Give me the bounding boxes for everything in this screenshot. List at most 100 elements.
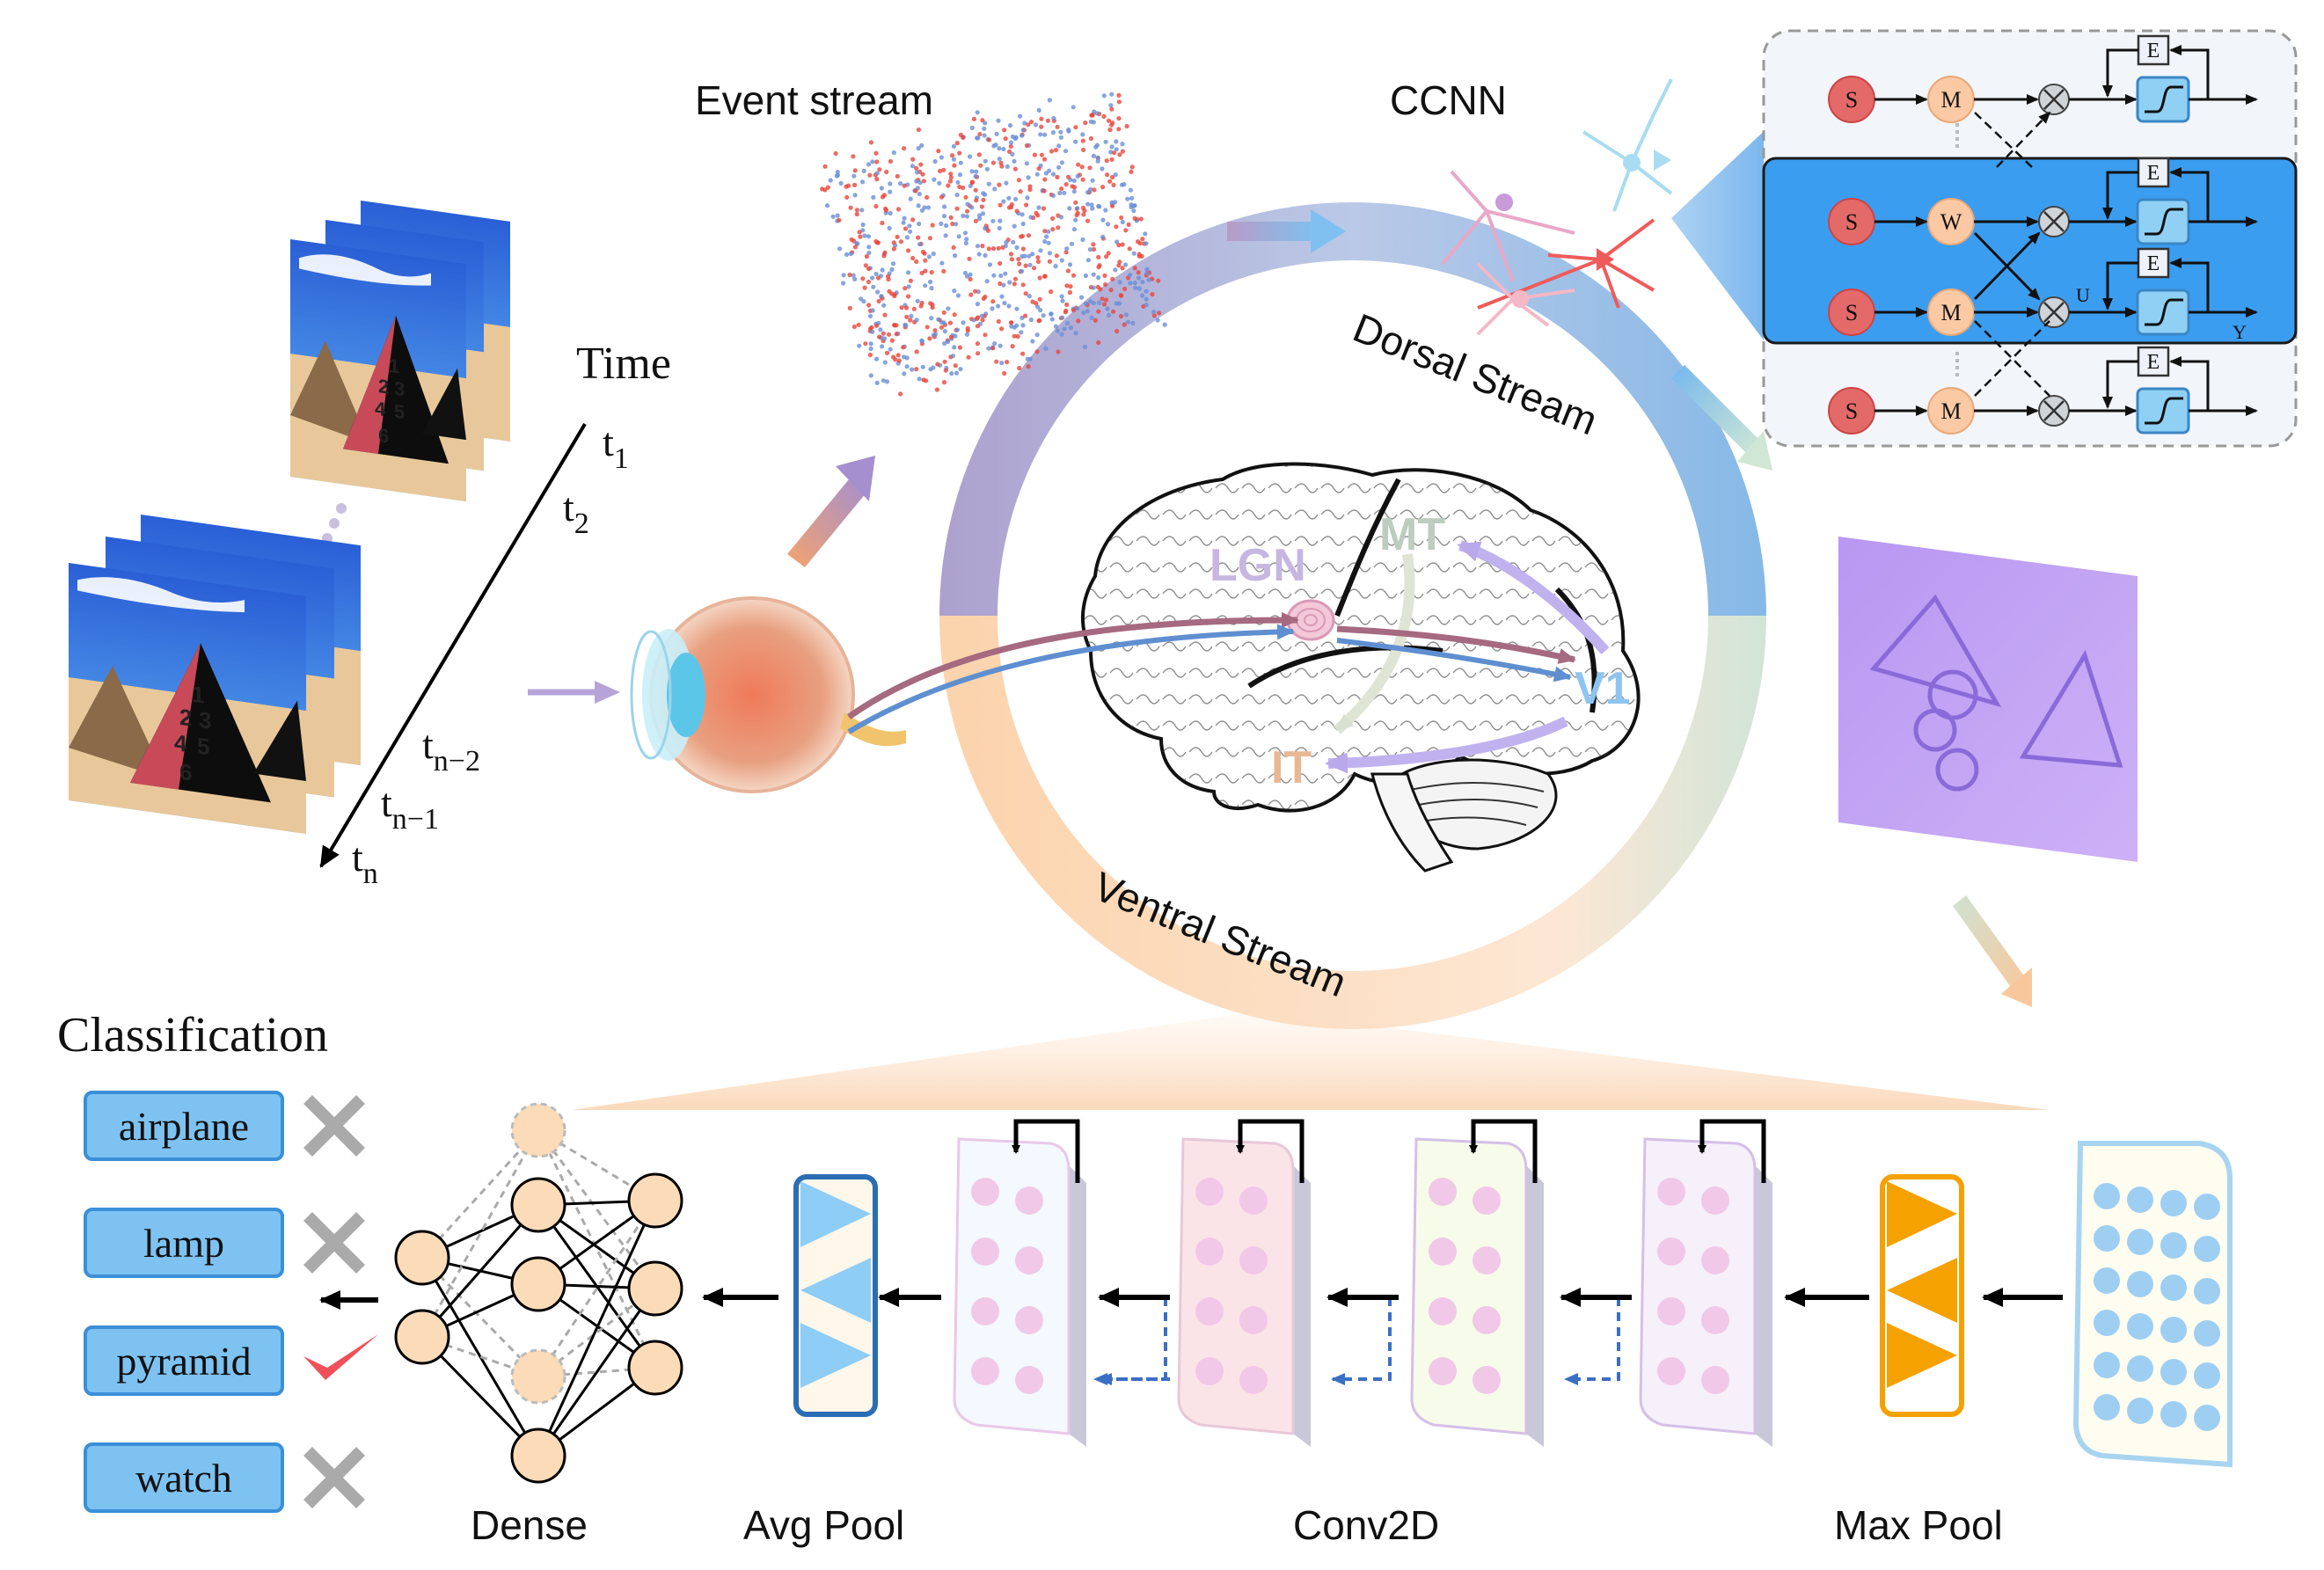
event-point xyxy=(1050,227,1056,232)
event-point xyxy=(1075,306,1080,311)
event-point xyxy=(1059,258,1064,263)
input-dot xyxy=(2094,1267,2120,1294)
feedback-wire xyxy=(2169,167,2210,222)
neuron xyxy=(394,1230,450,1286)
event-point xyxy=(1060,315,1065,320)
event-point xyxy=(1059,186,1064,192)
event-point xyxy=(1110,203,1115,208)
event-point xyxy=(946,306,951,311)
dense-edge xyxy=(537,1129,657,1289)
event-point xyxy=(1064,283,1070,288)
conv-layer-face xyxy=(1177,1137,1295,1435)
event-point xyxy=(1114,328,1120,334)
neurons-illustration xyxy=(1441,78,1673,336)
feedback-wire xyxy=(2102,261,2138,310)
input-dot xyxy=(2194,1236,2220,1262)
event-point xyxy=(1023,263,1028,268)
event-point xyxy=(884,169,889,175)
event-point xyxy=(1067,206,1072,211)
event-point xyxy=(976,213,983,218)
event-point xyxy=(1089,202,1094,208)
class-box-watch: watch xyxy=(84,1442,284,1513)
event-point xyxy=(910,255,916,261)
event-point xyxy=(982,126,987,131)
stack-ellipsis xyxy=(322,503,347,544)
event-point xyxy=(1008,140,1014,145)
event-point xyxy=(964,214,969,219)
event-point xyxy=(1019,330,1024,335)
event-point xyxy=(1120,219,1125,225)
event-point xyxy=(1036,205,1041,210)
event-point xyxy=(1043,346,1049,351)
conv-layer-edge xyxy=(1526,1165,1544,1447)
event-point xyxy=(1087,165,1093,171)
source-node-label: S xyxy=(1845,87,1858,113)
conv-layer-edge xyxy=(1069,1165,1086,1447)
event-point xyxy=(1034,349,1040,354)
event-point xyxy=(954,370,960,376)
input-dot xyxy=(2194,1278,2220,1304)
event-point xyxy=(859,296,864,302)
event-point xyxy=(879,294,884,299)
event-point xyxy=(852,193,858,198)
lgn-label: LGN xyxy=(1210,540,1306,591)
time-t2: t xyxy=(563,485,574,529)
event-point xyxy=(1095,155,1100,160)
conv-layer-edge xyxy=(1293,1165,1311,1447)
event-point xyxy=(980,211,986,216)
event-point xyxy=(1007,123,1013,128)
cnn-pipeline xyxy=(394,1102,2233,1484)
event-point xyxy=(1114,139,1119,144)
event-point xyxy=(896,358,902,363)
event-point xyxy=(1014,245,1019,250)
event-point xyxy=(990,246,997,252)
event-point xyxy=(1001,282,1006,288)
event-point xyxy=(847,272,852,278)
it-label: IT xyxy=(1271,742,1312,793)
event-point xyxy=(939,221,944,226)
event-point xyxy=(906,294,911,299)
conv-layer-face xyxy=(953,1137,1071,1435)
event-point xyxy=(870,308,875,313)
event-point xyxy=(852,168,858,173)
conv-dot xyxy=(1701,1246,1729,1274)
input-dot xyxy=(2160,1274,2187,1301)
event-point xyxy=(1101,302,1107,307)
event-point xyxy=(1039,116,1044,121)
event-point xyxy=(929,286,934,291)
event-point xyxy=(1085,258,1091,263)
input-feature-map xyxy=(2072,1141,2233,1468)
conv-dot xyxy=(971,1357,999,1385)
input-dot xyxy=(2127,1229,2153,1255)
event-point xyxy=(1120,149,1125,154)
ccnn-label: CCNN xyxy=(1390,77,1507,123)
event-point xyxy=(862,233,867,238)
event-point xyxy=(1010,344,1015,349)
event-point xyxy=(845,183,851,188)
event-point xyxy=(1138,216,1144,222)
event-point xyxy=(892,292,897,297)
event-point xyxy=(956,234,961,239)
multiply-symbol xyxy=(2043,211,2065,232)
input-dot xyxy=(2194,1320,2220,1347)
event-point xyxy=(1050,215,1056,221)
event-point xyxy=(1132,281,1137,286)
event-point xyxy=(990,306,995,311)
event-point xyxy=(986,346,991,351)
event-point xyxy=(891,246,896,252)
arrow-eye-to-events xyxy=(787,456,875,567)
event-point xyxy=(895,353,901,358)
event-point xyxy=(1091,246,1097,252)
event-point xyxy=(1019,234,1024,239)
avg-pool-label: Avg Pool xyxy=(743,1502,904,1548)
event-point xyxy=(917,191,922,197)
dorsal-path-mt xyxy=(1457,540,1610,655)
event-point xyxy=(1125,196,1130,201)
event-point xyxy=(881,303,887,308)
event-point xyxy=(919,300,924,306)
event-point xyxy=(854,208,860,213)
event-point xyxy=(844,194,850,200)
event-point xyxy=(1064,302,1070,307)
event-point xyxy=(858,234,863,239)
event-point xyxy=(1012,158,1017,164)
